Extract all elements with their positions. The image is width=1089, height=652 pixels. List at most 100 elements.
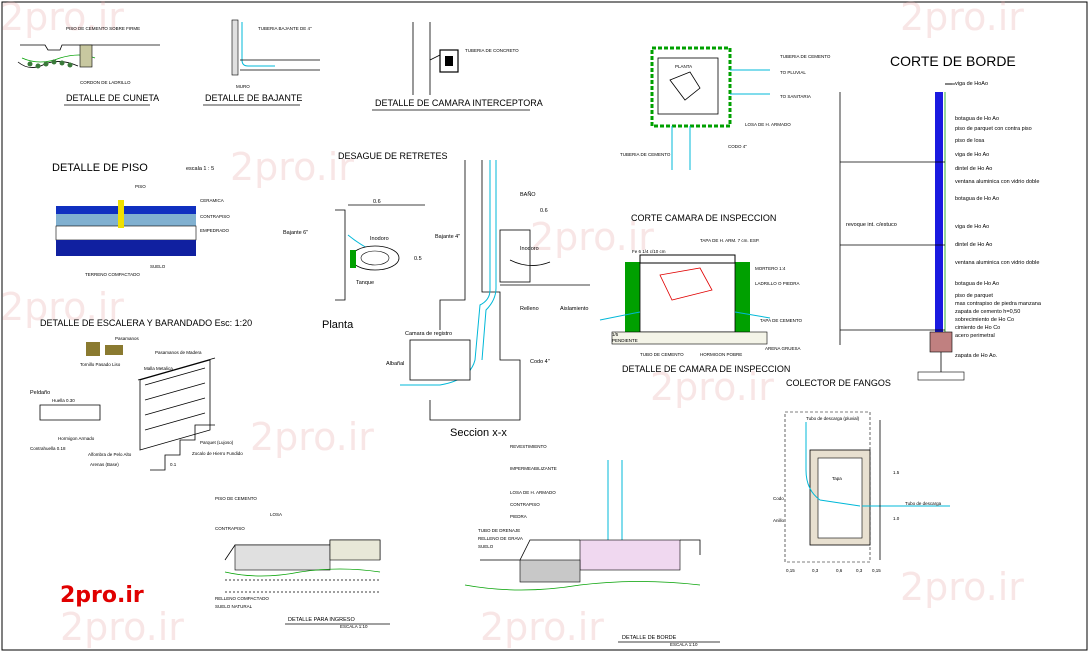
detail-retretes: DESAGUE DE RETRETES Bajante 6" Inodoro T…: [283, 151, 448, 331]
inspeccion-note-7: PLANTA: [675, 64, 692, 69]
escalera-title: DETALLE DE ESCALERA Y BARANDADO Esc: 1:2…: [40, 318, 252, 328]
seccion-label-4: 0.6: [540, 208, 548, 214]
retretes-label-5: 0.5: [414, 256, 422, 262]
corte-label-19: zapata de Ho Ao.: [955, 353, 998, 359]
camara-label-5: TAPA DE CEMENTO: [760, 318, 803, 323]
watermark-3: 2pro.ir: [530, 215, 654, 259]
fangos-label-4: Tapa: [832, 476, 842, 481]
ingreso-note-5: SUELO NATURAL: [215, 604, 253, 609]
seccion-label-1: BAÑO: [520, 191, 536, 198]
detail-camara-interceptora: TUBERIA DE CONCRETO DETALLE DE CAMARA IN…: [372, 22, 543, 111]
piso-note-3: CONTRAPISO: [200, 214, 230, 219]
camara-label-4: LADRILLO O PIEDRA: [755, 281, 800, 286]
fangos-label-8: 0,15: [786, 568, 795, 573]
watermark-1: 2pro.ir: [0, 0, 124, 39]
piso-scale: escala 1 : 5: [186, 166, 214, 172]
camara-label-7: TUBO DE CEMENTO: [640, 352, 684, 357]
escalera-label-5: Peldaño: [30, 390, 50, 396]
borde-note-8: SUELO: [478, 544, 494, 549]
corte-camara-subtitle: DETALLE DE CAMARA DE INSPECCION: [622, 364, 790, 374]
inspeccion-note-3: TO SANITARIA: [780, 94, 811, 99]
seccion-label-2: Bajante 4": [435, 234, 460, 240]
corte-label-16: sobrecimiento de Ho Co: [955, 317, 1014, 323]
cuneta-title: DETALLE DE CUNETA: [66, 93, 159, 103]
corte-label-3: piso de parquet con contra piso: [955, 126, 1032, 132]
detail-escalera: DETALLE DE ESCALERA Y BARANDADO Esc: 1:2…: [30, 318, 252, 471]
borde-bottom-title: DETALLE DE BORDE: [622, 635, 677, 641]
detail-inspeccion-plan: TUBERIA DE CEMENTO TO PLUVIAL TO SANITAR…: [620, 46, 831, 170]
watermarks: 2pro.ir 2pro.ir 2pro.ir 2pro.ir 2pro.ir …: [0, 0, 1024, 649]
watermark-5: 2pro.ir: [0, 285, 124, 329]
escalera-label-2: Tornillo Pasado Liso: [80, 362, 121, 367]
bajante-note-1: TUBERIA BAJANTE DE 4": [258, 26, 312, 31]
interceptora-title: DETALLE DE CAMARA INTERCEPTORA: [375, 98, 543, 108]
bajante-note-2: MURO: [236, 84, 250, 89]
fangos-label-11: 0,3: [856, 568, 863, 573]
seccion-label-9: Codo 4": [530, 359, 550, 365]
fangos-label-5: Tubo de descarga: [905, 501, 942, 506]
borde-note-4: CONTRAPISO: [510, 502, 540, 507]
fangos-label-10: 0,6: [836, 568, 843, 573]
corte-label-7: ventana aluminica con vidrio doble: [955, 179, 1039, 185]
escalera-label-6: Huella 0.30: [52, 398, 75, 403]
piso-note-4: EMPEDRADO: [200, 228, 230, 233]
escalera-label-8: Hormigon Armado: [58, 436, 95, 441]
corte-label-2: botagua de Ho Ao: [955, 116, 999, 122]
corte-label-14: mas contrapiso de piedra manzana: [955, 301, 1042, 307]
corte-label-5: viga de Ho Ao: [955, 152, 989, 158]
fangos-label-1: Tubo de descarga (pluvial): [806, 416, 860, 421]
corte-label-18: acero perimetral: [955, 333, 995, 339]
borde-note-2: IMPERMEABILIZANTE: [510, 466, 557, 471]
fangos-label-12: 0,15: [872, 568, 881, 573]
detail-cuneta: PISO DE CEMENTO SOBRE FIRME CORDON DE LA…: [17, 26, 160, 106]
escalera-label-4: Malla Metalica: [144, 366, 173, 371]
escalera-label-3: Pasamanos de Madera: [155, 350, 202, 355]
watermark-6: 2pro.ir: [250, 415, 374, 459]
ingreso-title: DETALLE PARA INGRESO: [288, 617, 355, 623]
inspeccion-note-2: TO PLUVIAL: [780, 70, 806, 75]
watermark-10: 2pro.ir: [480, 605, 604, 649]
seccion-label-7: Camara de registro: [405, 331, 452, 337]
corte-label-1: viga de HoAo: [955, 81, 988, 87]
escalera-label-12: Zocalo de Hierro Fundido: [192, 451, 243, 456]
seccion-label-5: Relleno: [520, 306, 539, 312]
ingreso-note-1: PISO DE CEMENTO: [215, 496, 257, 501]
escalera-label-7: Contrahuella 0.18: [30, 446, 66, 451]
brand-logo: 2pro.ir: [60, 583, 144, 608]
seccion-label-3: Inodoro: [520, 246, 539, 252]
watermark-2: 2pro.ir: [230, 145, 354, 189]
detail-fangos: COLECTOR DE FANGOS Tubo de descarga (plu…: [773, 378, 950, 573]
escalera-label-9: Alfombra de Pelo Alto: [88, 452, 132, 457]
borde-note-6: TUBO DE DRENAJE: [478, 528, 520, 533]
borde-note-5: PIEDRA: [510, 514, 527, 519]
corte-label-17: cimiento de Ho Co: [955, 325, 1000, 331]
corte-label-13: piso de parquet: [955, 293, 993, 299]
retretes-label-1: Bajante 6": [283, 230, 308, 236]
detail-corte-borde: CORTE DE BORDE viga de HoAo botagua de H…: [839, 53, 1042, 381]
retretes-label-3: Tanque: [356, 280, 374, 286]
corte-label-10: dintel de Ho Ao: [955, 242, 992, 248]
corte-borde-title: CORTE DE BORDE: [890, 53, 1016, 69]
inspeccion-note-5: CODO 4": [728, 144, 747, 149]
camara-label-9: 1/5: [612, 332, 619, 337]
detail-seccion: BAÑO Bajante 4" Inodoro 0.6 Relleno Aisl…: [386, 160, 590, 439]
piso-title: DETALLE DE PISO: [52, 162, 148, 174]
escalera-label-11: Parquet (Lujoso): [200, 440, 234, 445]
fangos-label-6: 1.5: [893, 470, 900, 475]
escalera-label-10: Arenas (Base): [90, 462, 119, 467]
watermark-8: 2pro.ir: [900, 565, 1024, 609]
camara-label-1: TAPA DE H. ARM. 7 cm. ESP.: [700, 238, 760, 243]
camara-label-2: Fe 6 1/4 c/10 cm: [632, 249, 666, 254]
retretes-label-4: 0.6: [373, 199, 381, 205]
detail-borde-bottom: REVESTIMIENTO IMPERMEABILIZANTE LOSA DE …: [464, 444, 720, 647]
fangos-label-7: 1.0: [893, 516, 900, 521]
piso-note-1: PISO: [135, 184, 146, 189]
bajante-title: DETALLE DE BAJANTE: [205, 93, 302, 103]
corte-camara-title: CORTE CAMARA DE INSPECCION: [631, 213, 776, 223]
borde-note-3: LOSA DE H. ARMADO: [510, 490, 556, 495]
corte-label-6: dintel de Ho Ao: [955, 166, 992, 172]
camara-label-3: MORTERO 1:4: [755, 266, 786, 271]
detail-piso: DETALLE DE PISO escala 1 : 5 PISO CERAMI…: [52, 162, 230, 277]
camara-label-8: HORMIGON POBRE: [700, 352, 742, 357]
